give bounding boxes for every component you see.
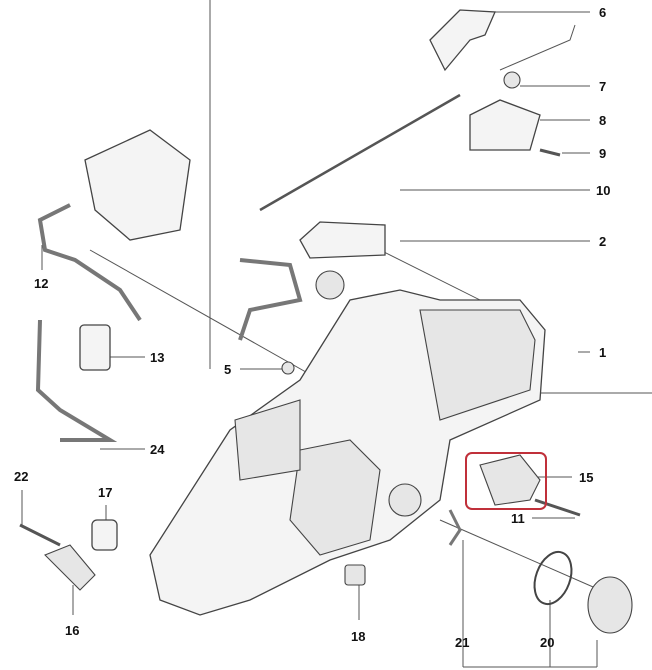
part-6	[429, 9, 496, 72]
callout-9: 9	[599, 146, 606, 161]
part-2	[299, 221, 386, 259]
callout-10: 10	[596, 183, 610, 198]
callout-21: 21	[455, 635, 469, 650]
callout-2: 2	[599, 234, 606, 249]
callout-11: 11	[511, 511, 525, 526]
callout-18: 18	[351, 629, 365, 644]
callout-13: 13	[150, 350, 164, 365]
part-15	[479, 454, 541, 506]
filler-cap	[587, 576, 633, 634]
part-8	[469, 99, 541, 151]
callout-7: 7	[599, 79, 606, 94]
part-20	[533, 550, 573, 606]
part-16	[44, 544, 96, 591]
part-18	[344, 564, 366, 586]
leader-lines	[21, 0, 652, 668]
callout-12: 12	[34, 276, 48, 291]
callout-1: 1	[599, 345, 606, 360]
callout-22: 22	[14, 469, 28, 484]
carburetor	[84, 129, 191, 241]
highlight-box	[465, 452, 547, 510]
callout-17: 17	[98, 485, 112, 500]
callout-15: 15	[579, 470, 593, 485]
part-17	[91, 519, 118, 551]
part-13	[79, 324, 111, 371]
callout-16: 16	[65, 623, 79, 638]
callout-24: 24	[150, 442, 165, 457]
callout-5: 5	[224, 362, 231, 377]
callout-6: 6	[599, 5, 606, 20]
callout-labels: 6 7 8 9 10 2 1 12 13 5 24 15 11 22 17 16…	[14, 5, 610, 650]
crankcase	[149, 289, 546, 616]
part-7	[503, 71, 521, 89]
callout-20: 20	[540, 635, 554, 650]
parts	[19, 9, 633, 634]
callout-8: 8	[599, 113, 606, 128]
